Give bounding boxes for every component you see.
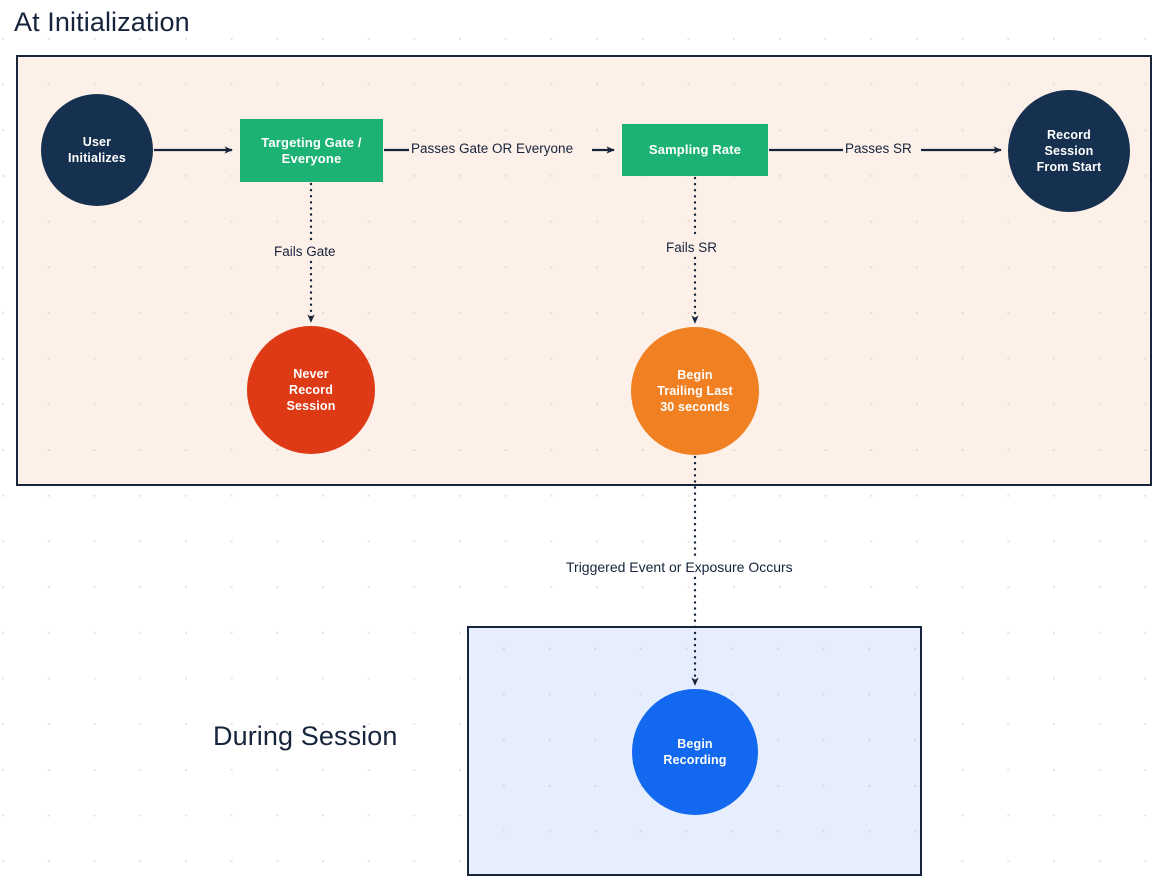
panel-at-initialization [16, 55, 1152, 486]
node-record-session-from-start[interactable]: Record Session From Start [1008, 90, 1130, 212]
node-sampling-rate[interactable]: Sampling Rate [622, 124, 768, 176]
section-title-during-session: During Session [213, 721, 398, 751]
edge-label-fails-sr: Fails SR [666, 240, 718, 255]
node-never-record-session[interactable]: Never Record Session [247, 326, 375, 454]
edge-label-triggered-event-or-exposure-occurs: Triggered Event or Exposure Occurs [566, 559, 793, 575]
node-begin-recording-label: Begin Recording [663, 737, 727, 767]
node-never-record-session-label: Never Record Session [286, 367, 336, 413]
node-user-initializes[interactable]: User Initializes [41, 94, 153, 206]
edge-label-fails-gate: Fails Gate [274, 244, 336, 259]
node-user-initializes-label: User Initializes [68, 135, 126, 165]
node-targeting-gate-everyone[interactable]: Targeting Gate / Everyone [240, 119, 383, 182]
edge-label-passes-gate-or-everyone: Passes Gate OR Everyone [411, 141, 574, 156]
node-begin-recording[interactable]: Begin Recording [632, 689, 758, 815]
node-begin-trailing-last-30-seconds-label: Begin Trailing Last 30 seconds [657, 368, 733, 414]
section-title-at-initialization: At Initialization [14, 7, 190, 37]
node-sampling-rate-label: Sampling Rate [648, 142, 742, 157]
node-begin-trailing-last-30-seconds[interactable]: Begin Trailing Last 30 seconds [631, 327, 759, 455]
node-targeting-gate-everyone-label: Targeting Gate / Everyone [261, 134, 362, 166]
edge-label-passes-sr: Passes SR [845, 141, 912, 156]
node-record-session-from-start-label: Record Session From Start [1036, 128, 1102, 174]
